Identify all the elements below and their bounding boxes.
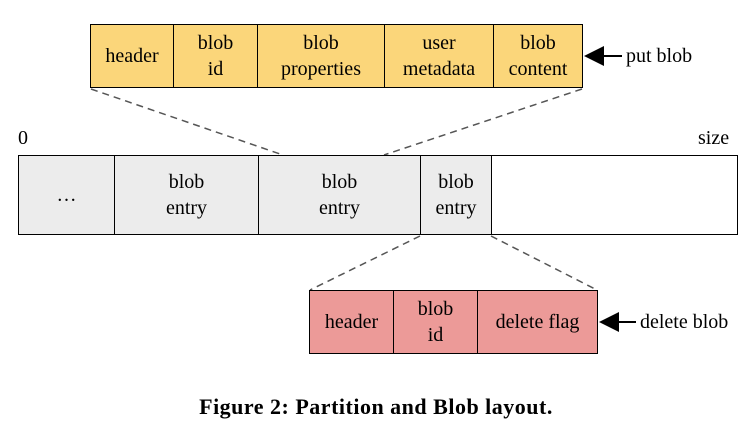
put-blob-properties-field: blob properties [258,25,385,87]
put-blob-id-field: blob id [174,25,258,87]
delete-blob-id-field: blob id [394,291,478,353]
figure-caption: Figure 2: Partition and Blob layout. [199,394,553,419]
delete-expand-right-line [490,235,598,291]
put-blob-record: header blob id blob properties user meta… [90,24,583,88]
put-blob-label: put blob [626,45,693,67]
put-header-field: header [91,25,174,87]
delete-header-field: header [310,291,394,353]
delete-expand-left-line [309,235,421,291]
blob-entry-cell: blob entry [259,156,421,234]
partition-start-label: 0 [18,127,28,149]
delete-flag-field: delete flag [495,311,580,333]
put-blob-content-field: blob content [508,32,568,80]
blob-entry-cell: blob entry [421,156,492,234]
put-expand-right-line [383,88,583,156]
put-user-metadata-field: user metadata [385,25,494,87]
partition-free-space [492,156,737,234]
partition-ellipsis-cell: … [19,156,115,234]
delete-blob-record: header blob id delete flag [309,290,598,354]
blob-entry-cell: blob entry [115,156,259,234]
partition: … blob entry blob entry blob entry [18,155,738,235]
partition-end-label: size [698,127,730,149]
put-expand-left-line [90,88,284,156]
delete-blob-label: delete blob [640,311,729,333]
